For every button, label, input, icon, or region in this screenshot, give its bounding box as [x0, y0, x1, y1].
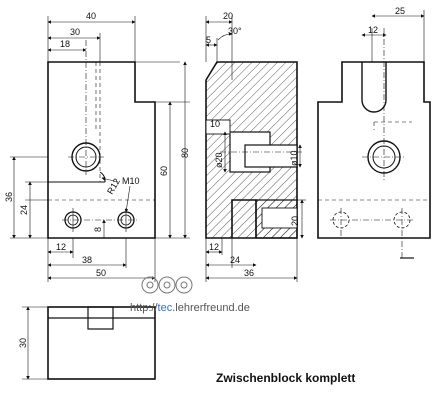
- side-slot: [361, 62, 387, 113]
- drawing-title: Zwischenblock komplett: [216, 371, 355, 385]
- dim-section-24: 24: [230, 255, 240, 265]
- section-view: [205, 16, 306, 282]
- bottom-slot: [87, 306, 114, 330]
- dim-side-25: 25: [395, 6, 405, 16]
- dim-front-60: 60: [159, 166, 169, 176]
- dim-section-36: 36: [244, 268, 254, 278]
- dim-front-8: 8: [93, 227, 103, 232]
- dim-section-d10: ø10: [289, 150, 299, 166]
- dim-bottom-30: 30: [18, 338, 28, 348]
- front-view-outline: [47, 61, 156, 239]
- dim-front-38: 38: [82, 255, 92, 265]
- dim-front-18: 18: [60, 39, 70, 49]
- side-view-outline: [317, 61, 431, 239]
- dim-front-50: 50: [96, 268, 106, 278]
- dim-section-30deg: 30°: [228, 26, 242, 36]
- section-view-dimensions: 20 5 30° 10 ø20 ø10 12 24 36 20: [206, 11, 300, 278]
- dim-section-5: 5: [206, 35, 211, 45]
- front-view-dimensions: 40 30 18 80 60 R12 M10 36 24 8 12 38 50: [4, 11, 190, 278]
- dim-side-12: 12: [368, 25, 378, 35]
- bottom-view-dimensions: 30: [18, 338, 28, 348]
- dim-section-h20: 20: [290, 216, 300, 226]
- dim-front-30: 30: [70, 27, 80, 37]
- side-view: [317, 10, 431, 259]
- dim-front-m10: M10: [122, 176, 140, 186]
- watermark-logo: [141, 276, 193, 294]
- dim-section-d20: ø20: [214, 152, 224, 168]
- dim-front-36: 36: [4, 192, 14, 202]
- dim-front-12: 12: [56, 242, 66, 252]
- dim-front-24: 24: [19, 205, 29, 215]
- side-view-dimensions: 25 12: [368, 6, 405, 35]
- watermark-url: http://tec.lehrerfreund.de: [130, 302, 250, 314]
- dim-section-12: 12: [209, 242, 219, 252]
- dim-front-40: 40: [86, 11, 96, 21]
- dim-section-10: 10: [210, 119, 220, 129]
- dim-front-80: 80: [180, 148, 190, 158]
- dim-section-20: 20: [223, 11, 233, 21]
- bottom-view: [22, 306, 156, 380]
- front-view: [10, 16, 190, 282]
